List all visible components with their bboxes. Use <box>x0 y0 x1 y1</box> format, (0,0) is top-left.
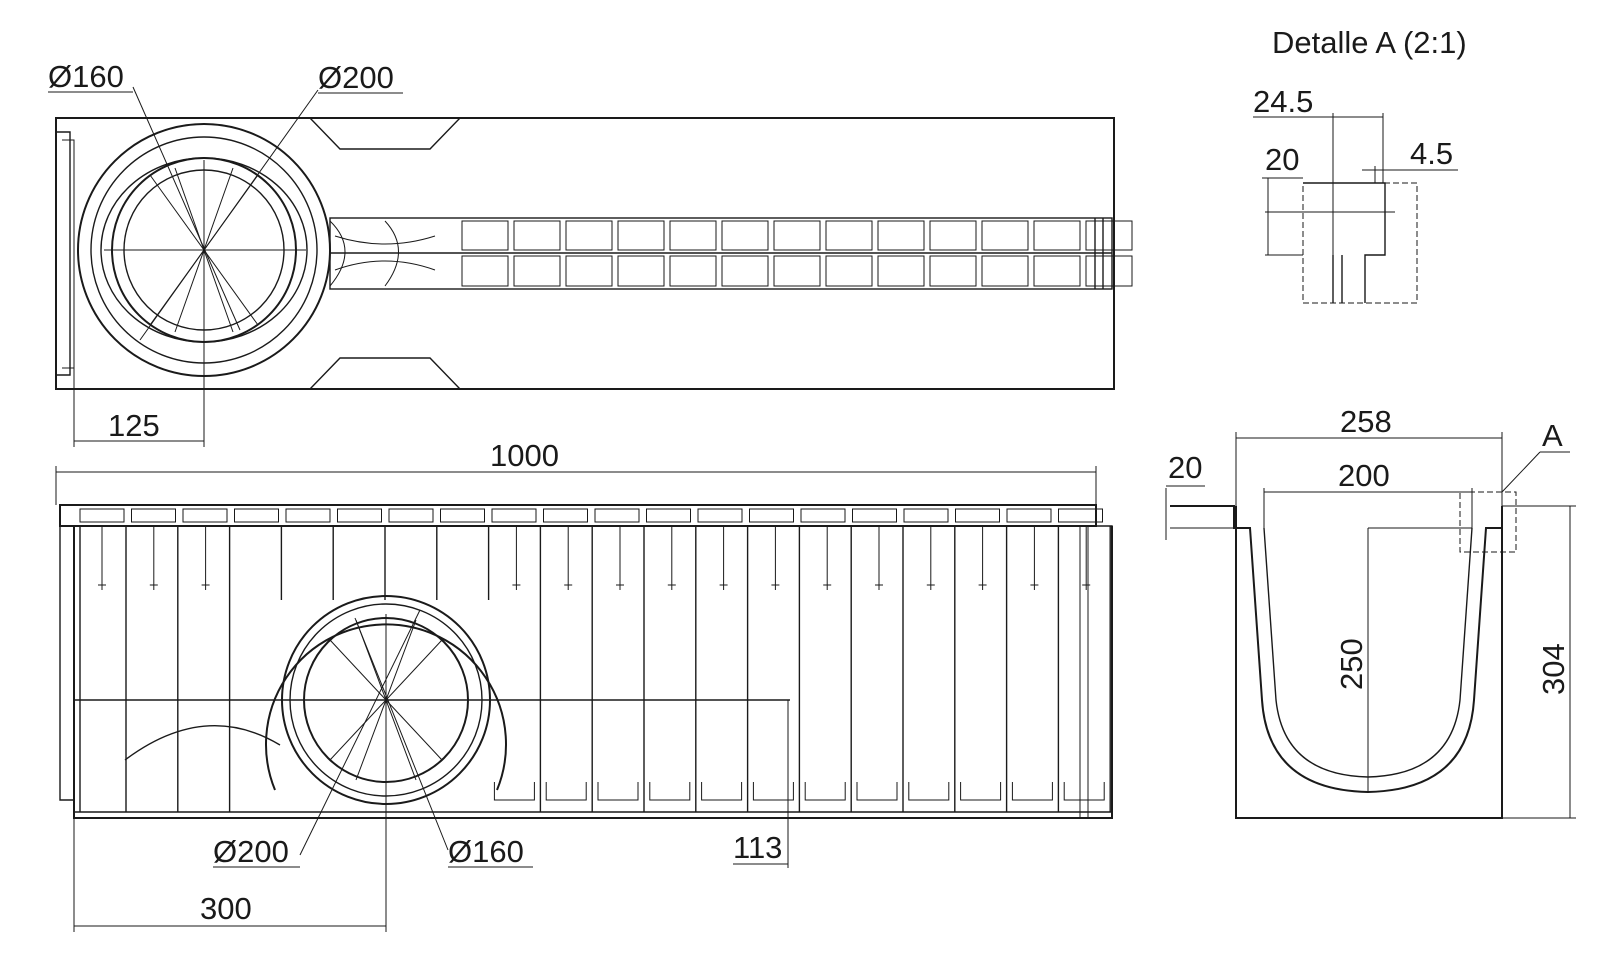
top-cell <box>461 255 509 287</box>
rib-foot <box>701 782 743 801</box>
top-dia200-label: Ø200 <box>318 60 394 95</box>
side-dia160-label: Ø160 <box>448 834 524 869</box>
rib-foot <box>649 782 691 801</box>
rib-foot <box>545 782 587 801</box>
rail-slot <box>1006 508 1052 523</box>
rail-slot <box>388 508 434 523</box>
side-dim-1000-label: 1000 <box>490 438 559 473</box>
top-cell <box>929 220 977 251</box>
rib-foot <box>804 782 846 801</box>
top-cell <box>929 255 977 287</box>
section-detail-a-marker <box>1459 491 1517 553</box>
rail-slot <box>543 508 588 523</box>
top-cell <box>461 220 509 251</box>
rail-slot <box>852 508 897 523</box>
section-dim-258-label: 258 <box>1340 404 1392 439</box>
side-dia200-leader <box>299 609 421 856</box>
rail-slot <box>234 508 279 523</box>
detail-a-frame <box>1302 182 1418 304</box>
top-cell <box>1033 255 1081 287</box>
detail-title: Detalle A (2:1) <box>1272 25 1467 60</box>
top-cell <box>825 255 873 287</box>
top-dia160-label: Ø160 <box>48 59 124 94</box>
top-cell <box>981 220 1029 251</box>
top-cell <box>669 255 717 287</box>
top-cell <box>721 255 769 287</box>
rail-slot <box>594 508 640 523</box>
section-dim-304-label: 304 <box>1536 643 1571 695</box>
top-dim-125-label: 125 <box>108 408 160 443</box>
side-view: 1000 Ø200 Ø160 <box>55 438 1113 932</box>
top-cell <box>513 220 561 251</box>
top-cell <box>877 220 925 251</box>
top-cell <box>1085 220 1133 251</box>
rib-foot <box>960 782 1002 801</box>
side-dia200-label: Ø200 <box>213 834 289 869</box>
top-cell <box>1085 255 1133 287</box>
top-cell <box>721 220 769 251</box>
top-cell <box>981 255 1029 287</box>
section-dim-200-label: 200 <box>1338 458 1390 493</box>
side-rail-slots <box>79 508 1103 523</box>
rail-slot <box>800 508 846 523</box>
section-dim-20-label: 20 <box>1168 450 1202 485</box>
top-chamfer-lower <box>309 357 461 390</box>
rail-slot <box>646 508 691 523</box>
rail-slot <box>955 508 1000 523</box>
top-chamfer-upper <box>309 117 461 150</box>
cross-section: A 258 200 20 250 304 <box>1165 404 1576 819</box>
detail-dim-4-5-label: 4.5 <box>1410 136 1453 171</box>
rib-foot <box>493 782 535 801</box>
top-cell <box>1033 220 1081 251</box>
rail-slot <box>903 508 949 523</box>
top-view-endcap <box>56 131 71 376</box>
top-dia200-leader <box>139 89 319 341</box>
top-cell <box>617 255 665 287</box>
rib-foot <box>597 782 639 801</box>
section-detail-a-label: A <box>1542 418 1563 453</box>
top-cell <box>825 220 873 251</box>
rail-slot <box>131 508 176 523</box>
rail-slot <box>749 508 794 523</box>
detail-dim-24-5-label: 24.5 <box>1253 84 1313 119</box>
top-cell <box>773 220 821 251</box>
side-ribs <box>98 526 1111 812</box>
section-outline <box>1235 506 1503 819</box>
rail-slot <box>337 508 382 523</box>
rib-foot <box>908 782 950 801</box>
rib-foot <box>1011 782 1053 801</box>
rail-slot <box>697 508 743 523</box>
top-cell <box>877 255 925 287</box>
rail-slot <box>285 508 331 523</box>
top-view: Ø160 Ø200 125 <box>48 59 1133 447</box>
rib-foot <box>856 782 898 801</box>
rail-slot <box>440 508 485 523</box>
rail-slot <box>1058 508 1103 523</box>
rib-foot <box>1063 782 1105 801</box>
top-dia160-leader <box>132 86 241 331</box>
top-cell <box>513 255 561 287</box>
side-dim-300-label: 300 <box>200 891 252 926</box>
rail-slot <box>491 508 537 523</box>
rib-foot <box>752 782 794 801</box>
top-cell <box>565 220 613 251</box>
top-cell <box>617 220 665 251</box>
section-dim-250-label: 250 <box>1334 638 1369 690</box>
detail-dim-20-label: 20 <box>1265 142 1299 177</box>
rail-slot <box>79 508 125 523</box>
top-rib-cells <box>461 220 1133 287</box>
side-top-rail <box>59 504 1097 527</box>
side-dia160-leader <box>354 617 449 851</box>
top-view-outline <box>55 117 1115 390</box>
side-dim-113-label: 113 <box>733 830 782 865</box>
rail-slot <box>182 508 228 523</box>
top-cell <box>565 255 613 287</box>
detail-a: Detalle A (2:1) 24.5 20 4.5 <box>1253 25 1467 304</box>
top-cell <box>773 255 821 287</box>
top-cell <box>669 220 717 251</box>
